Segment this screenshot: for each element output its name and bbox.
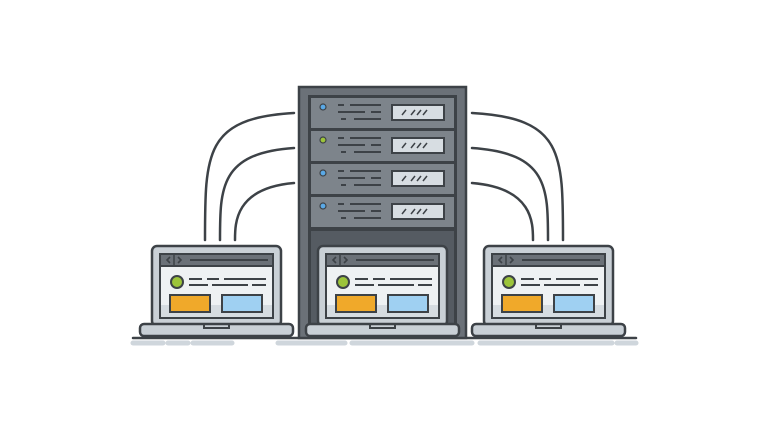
display-mark: [416, 208, 422, 215]
display-mark: [422, 208, 428, 215]
display-mark: [416, 142, 422, 149]
laptop-2: [304, 244, 461, 338]
display-mark: [410, 142, 416, 149]
nav-arrows-icon: [165, 256, 183, 264]
nav-arrows-icon: [331, 256, 349, 264]
display-mark: [401, 175, 407, 182]
display-mark: [401, 142, 407, 149]
display-mark: [401, 208, 407, 215]
unit-display: [391, 203, 445, 220]
status-led-icon: [319, 136, 327, 144]
avatar-icon: [170, 275, 184, 289]
display-mark: [422, 175, 428, 182]
status-led-icon: [319, 202, 327, 210]
laptop-3: [470, 244, 627, 338]
trackpad-notch: [369, 325, 396, 329]
trackpad-notch: [203, 325, 230, 329]
laptop-base: [304, 322, 461, 338]
laptop-base: [138, 322, 295, 338]
wire-right-0: [470, 111, 565, 242]
laptop-base: [470, 322, 627, 338]
avatar-icon: [502, 275, 516, 289]
blue-card: [387, 294, 429, 313]
wire-right-1: [470, 146, 550, 242]
orange-card: [169, 294, 211, 313]
rack-unit: [309, 195, 456, 229]
laptop-1: [138, 244, 295, 338]
blue-card: [221, 294, 263, 313]
display-mark: [416, 109, 422, 116]
display-mark: [422, 109, 428, 116]
wire-left-0: [203, 111, 296, 242]
rack-unit: [309, 129, 456, 163]
display-mark: [410, 208, 416, 215]
display-mark: [410, 175, 416, 182]
unit-display: [391, 170, 445, 187]
unit-display: [391, 137, 445, 154]
nav-arrows-icon: [497, 256, 515, 264]
orange-card: [335, 294, 377, 313]
wire-right-2: [470, 181, 535, 242]
blue-card: [553, 294, 595, 313]
wire-left-2: [233, 181, 296, 242]
display-mark: [401, 109, 407, 116]
rack-unit: [309, 96, 456, 130]
status-led-icon: [319, 169, 327, 177]
display-mark: [416, 175, 422, 182]
avatar-icon: [336, 275, 350, 289]
orange-card: [501, 294, 543, 313]
rack-unit: [309, 162, 456, 196]
display-mark: [410, 109, 416, 116]
laptops: [138, 244, 627, 338]
status-led-icon: [319, 103, 327, 111]
display-mark: [422, 142, 428, 149]
connection-wires: [203, 111, 565, 242]
trackpad-notch: [535, 325, 562, 329]
wire-left-1: [218, 146, 296, 242]
unit-display: [391, 104, 445, 121]
